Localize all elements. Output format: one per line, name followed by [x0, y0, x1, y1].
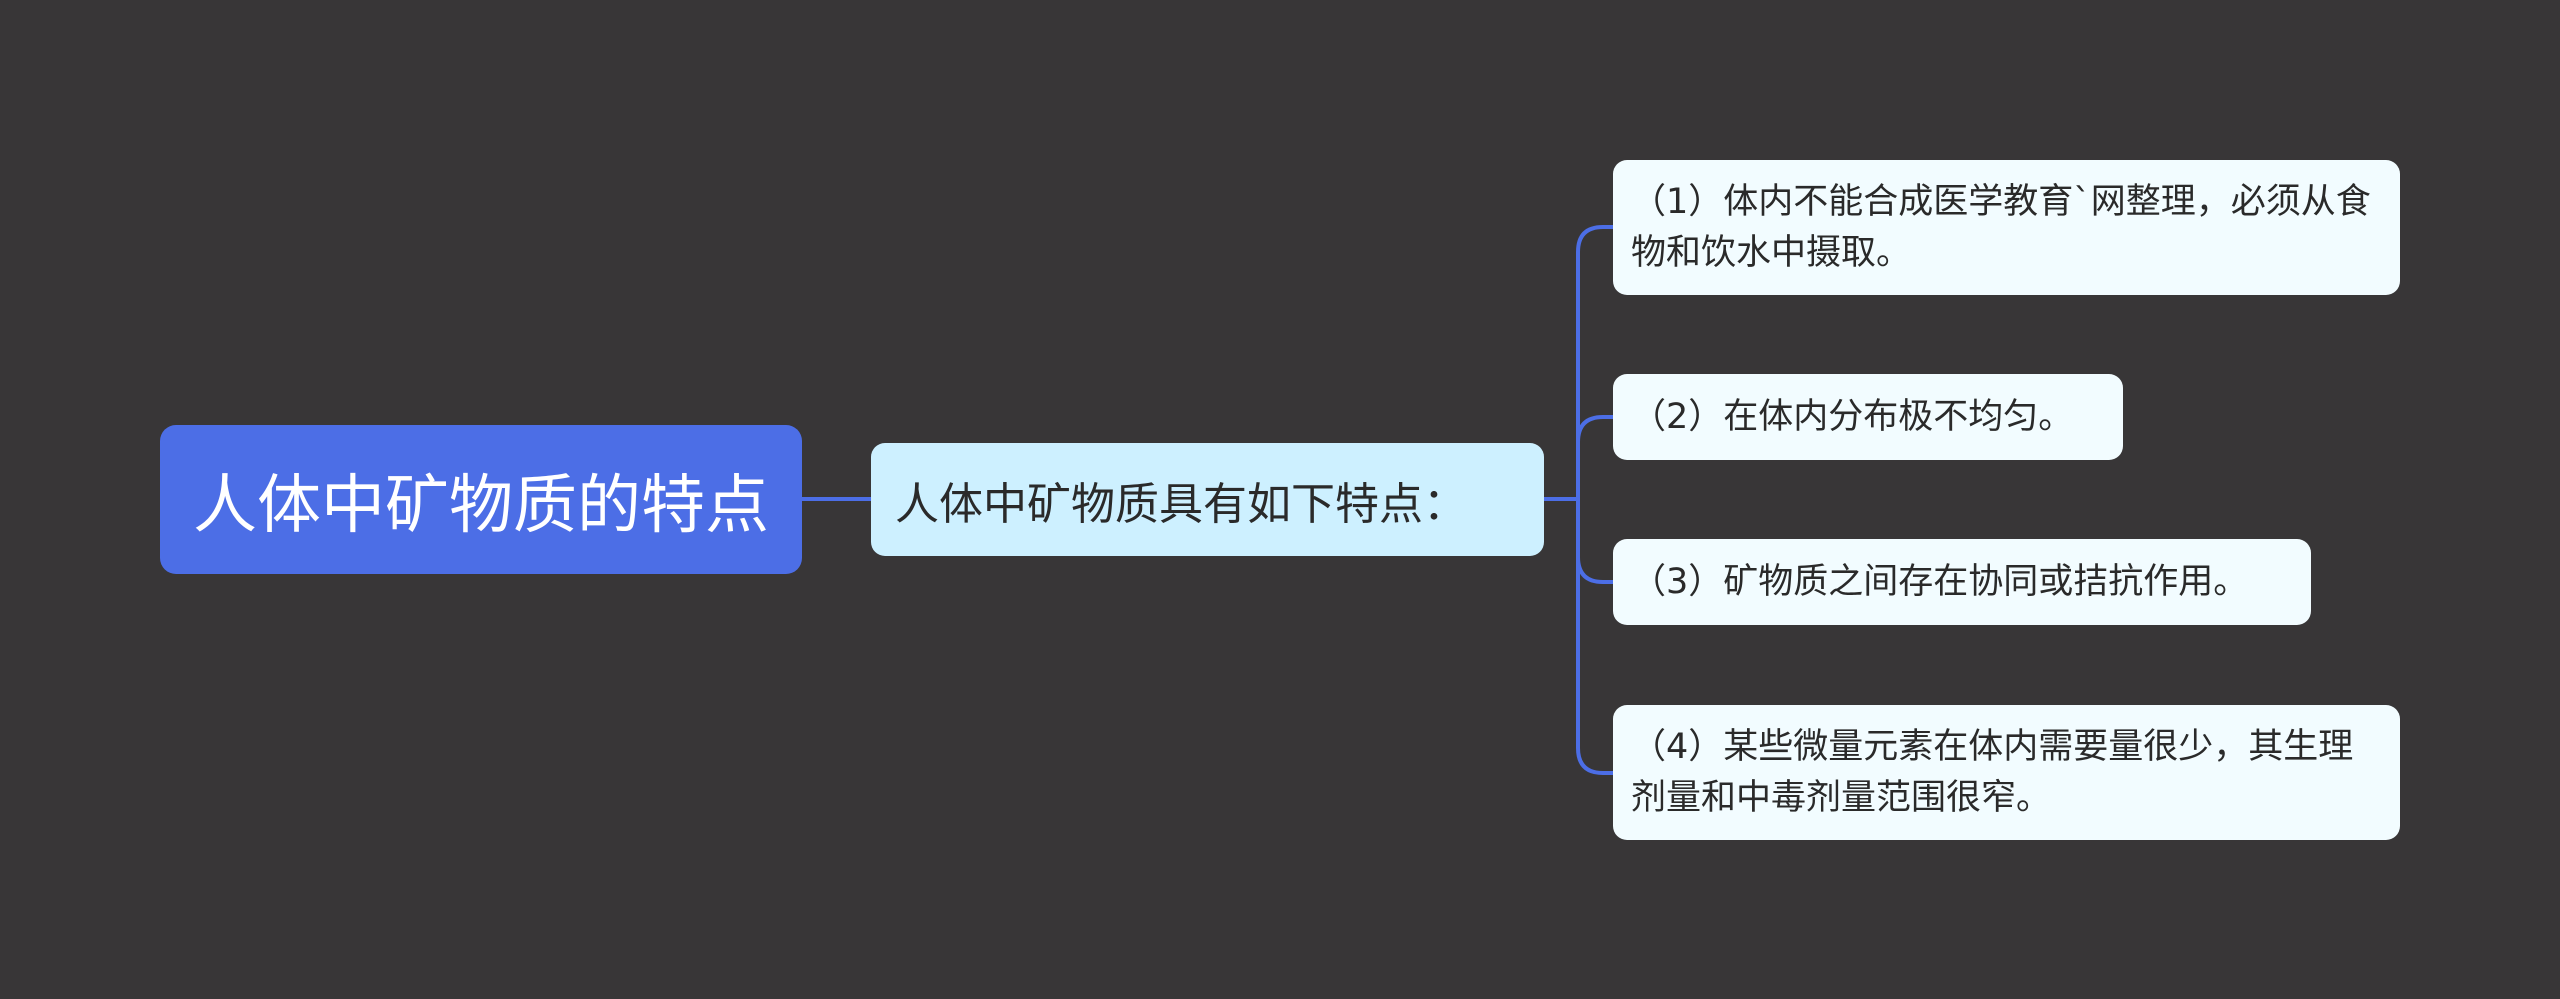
connector-leaf-4	[1576, 499, 1613, 775]
branch-topic[interactable]: 人体中矿物质具有如下特点：	[871, 443, 1544, 556]
leaf-topic-2[interactable]: （2）在体内分布极不均匀。	[1613, 374, 2123, 460]
leaf-topic-1[interactable]: （1）体内不能合成医学教育`网整理，必须从食物和饮水中摄取。	[1613, 160, 2400, 295]
leaf-topic-4[interactable]: （4）某些微量元素在体内需要量很少，其生理剂量和中毒剂量范围很窄。	[1613, 705, 2400, 840]
connector-leaf-2	[1576, 415, 1613, 499]
root-topic[interactable]: 人体中矿物质的特点	[160, 425, 802, 574]
root-topic-label: 人体中矿物质的特点	[193, 468, 769, 543]
leaf-topic-3-label: （3）矿物质之间存在协同或拮抗作用。	[1631, 561, 2249, 602]
branch-topic-label: 人体中矿物质具有如下特点：	[895, 478, 1467, 530]
connector-leaf-3	[1576, 499, 1613, 584]
leaf-topic-1-label: （1）体内不能合成医学教育`网整理，必须从食物和饮水中摄取。	[1631, 181, 2371, 273]
leaf-topic-2-label: （2）在体内分布极不均匀。	[1631, 396, 2074, 437]
leaf-topic-4-label: （4）某些微量元素在体内需要量很少，其生理剂量和中毒剂量范围很窄。	[1631, 726, 2354, 818]
leaf-topic-3[interactable]: （3）矿物质之间存在协同或拮抗作用。	[1613, 539, 2311, 625]
connector-leaf-1	[1576, 225, 1613, 499]
